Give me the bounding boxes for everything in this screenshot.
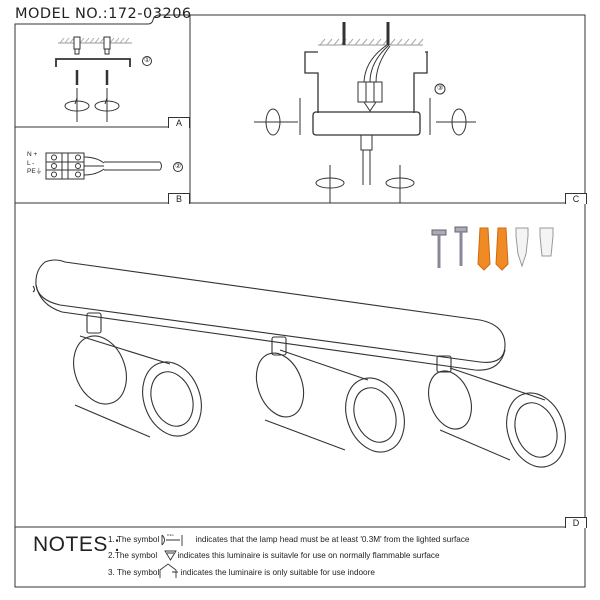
notes-title: NOTES : [33, 533, 121, 556]
indoor-house-icon [159, 563, 178, 578]
terminal-l: L - [27, 159, 35, 167]
step-1-number: ① [144, 57, 151, 64]
wall-plug-icon [495, 227, 509, 271]
note-2-prefix: 2.The symbol [108, 551, 158, 561]
screw-icon [454, 226, 468, 266]
panel-label-b: B [168, 193, 190, 204]
note-1-text: indicates that the lamp head must be at … [195, 535, 470, 545]
note-1-prefix: 1. The symbol [108, 535, 160, 545]
note-1: 1. The symbol indicates that the lamp he… [108, 535, 469, 544]
fixings-illustration [431, 226, 554, 271]
panel-a-drawing [55, 36, 152, 122]
terminal-n: N + [27, 151, 38, 158]
panel-label-c: C [565, 193, 587, 204]
screw-icon [431, 229, 447, 268]
note-2: 2.The symbol indicates this luminaire is… [108, 551, 440, 560]
step-3-number: ③ [437, 85, 444, 92]
panel-b-drawing [45, 152, 183, 180]
step-2-number: ② [175, 163, 182, 170]
note-2-text: indicates this luminaire is suitavle for… [177, 551, 440, 561]
terminal-pe: PE⏚ [27, 168, 43, 175]
distance-symbol-icon [161, 534, 183, 546]
spotlight-bar-illustration [32, 259, 566, 468]
insulating-sleeve-icon [515, 227, 529, 268]
terminal-labels: N + L - PE⏚ [27, 151, 42, 177]
wall-plug-icon [477, 227, 491, 271]
frame [14, 14, 586, 588]
insulating-sleeve-icon [539, 227, 554, 257]
panel-label-d: D [565, 517, 587, 528]
model-number: MODEL NO.:172-03206 [15, 6, 192, 22]
note-3: 3. The symbol indicates the luminaire is… [108, 568, 375, 577]
panel-label-a: A [168, 117, 190, 128]
note-3-prefix: 3. The symbol [108, 568, 160, 578]
distance-symbol-label: 0.3m [167, 533, 174, 537]
panel-c-drawing [254, 22, 476, 203]
note-3-text: indicates the luminaire is only suitable… [180, 568, 375, 578]
flammable-surface-icon [164, 550, 177, 561]
